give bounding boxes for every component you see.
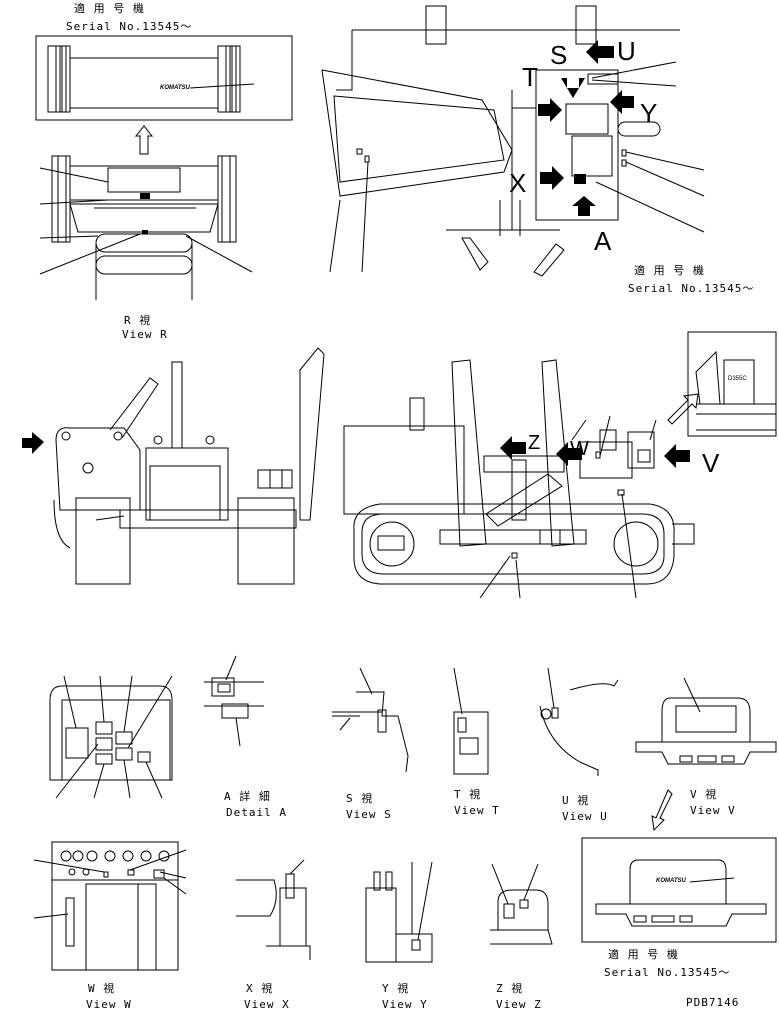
caption-t-jp: T 視 xyxy=(454,788,482,801)
logo-plate-detail xyxy=(35,35,293,121)
outline-arrow xyxy=(134,125,154,155)
view-arrow xyxy=(538,98,562,122)
view-letter-s: S xyxy=(550,40,568,70)
caption-r-en: View R xyxy=(122,328,168,341)
caption-a-en: Detail A xyxy=(226,806,287,819)
serial-en-3: Serial No.13545～ xyxy=(604,966,731,979)
logo-text-r: KOMATSU xyxy=(160,85,190,91)
view-z-figure xyxy=(490,863,553,945)
logo-detail-box xyxy=(581,837,777,943)
view-v-figure xyxy=(635,677,777,765)
view-arrow xyxy=(610,90,634,114)
view-u-figure xyxy=(539,667,619,776)
caption-y-jp: Y 視 xyxy=(382,982,410,995)
serial-jp-1: 適 用 号 機 xyxy=(74,2,145,15)
logo-text-bottom: KOMATSU xyxy=(656,878,686,884)
view-arrow xyxy=(561,78,585,98)
view-letter-u: U xyxy=(617,36,636,66)
caption-w-en: View W xyxy=(86,998,132,1011)
caption-u-en: View U xyxy=(562,810,608,823)
caption-s-en: View S xyxy=(346,808,392,821)
view-letter-y: Y xyxy=(640,98,658,128)
caption-r-jp: R 視 xyxy=(124,314,152,327)
view-arrow xyxy=(540,166,564,190)
view-s-figure xyxy=(332,667,409,773)
caption-w-jp: W 視 xyxy=(88,982,116,995)
caption-t-en: View T xyxy=(454,804,500,817)
caption-s-jp: S 視 xyxy=(346,792,374,805)
view-y-figure xyxy=(365,861,433,963)
view-t-figure xyxy=(453,667,489,775)
drawing-number: PDB7146 xyxy=(686,996,740,1009)
caption-v-en: View V xyxy=(690,804,736,817)
caption-u-jp: U 視 xyxy=(562,794,590,807)
view-letter-t: T xyxy=(522,62,538,92)
serial-jp-3: 適 用 号 機 xyxy=(608,948,679,961)
view-arrow xyxy=(664,444,690,468)
view-letter-x: X xyxy=(509,168,527,198)
plate-inset xyxy=(687,331,777,437)
view-arrows-side xyxy=(500,436,690,468)
view-arrow xyxy=(572,196,596,216)
detail-small-plate xyxy=(204,655,264,747)
caption-z-jp: Z 視 xyxy=(496,982,524,995)
caption-x-en: View X xyxy=(244,998,290,1011)
front-view-figure xyxy=(53,347,325,585)
outline-arrow xyxy=(651,789,673,832)
plate-code: D355C xyxy=(728,376,747,382)
serial-en-1: Serial No.13545～ xyxy=(66,20,193,33)
view-arrow xyxy=(556,442,582,466)
side-view-figure xyxy=(343,359,699,599)
serial-jp-2: 適 用 号 機 xyxy=(634,264,705,277)
top-view-figure xyxy=(321,5,705,277)
view-arrow xyxy=(500,436,526,460)
view-letter-w: W xyxy=(570,438,589,460)
caption-y-en: View Y xyxy=(382,998,428,1011)
view-w-figure xyxy=(33,841,187,971)
serial-en-2: Serial No.13545～ xyxy=(628,282,755,295)
view-arrow xyxy=(586,40,614,64)
view-letter-a: A xyxy=(594,226,612,256)
view-x-figure xyxy=(236,859,311,960)
view-letter-z: Z xyxy=(528,432,541,454)
view-letter-v: V xyxy=(702,448,720,478)
view-r-figure xyxy=(39,155,253,300)
detail-a-figure xyxy=(49,675,173,799)
caption-a-jp: A 詳 細 xyxy=(224,790,271,803)
caption-z-en: View Z xyxy=(496,998,542,1011)
caption-x-jp: X 視 xyxy=(246,982,274,995)
view-arrows-top xyxy=(538,40,634,216)
view-arrow xyxy=(22,432,44,454)
caption-v-jp: V 視 xyxy=(690,788,718,801)
